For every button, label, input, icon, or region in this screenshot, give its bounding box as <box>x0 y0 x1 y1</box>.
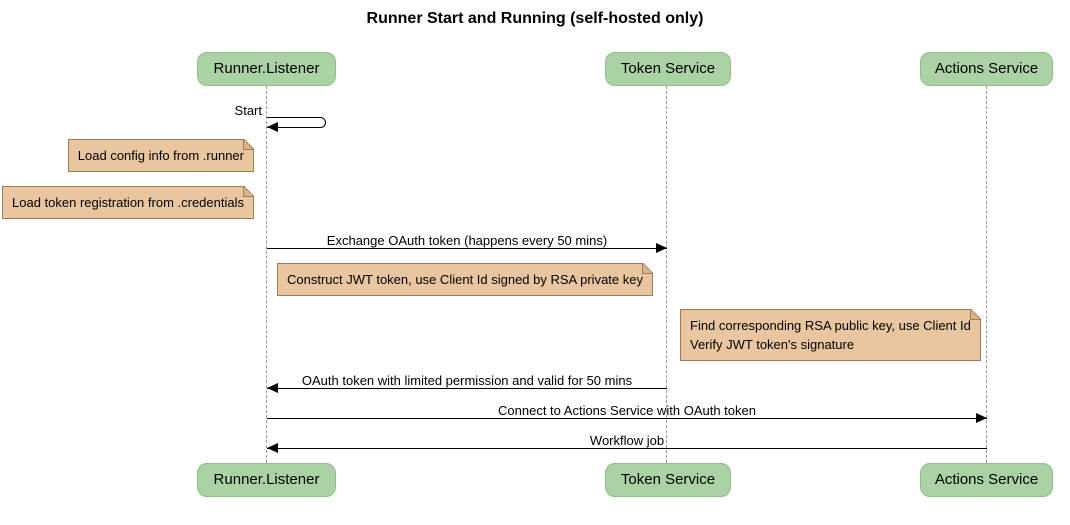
arrowhead-left-icon <box>267 443 278 453</box>
arrowhead-right-icon <box>656 243 667 253</box>
participant-token-service-bottom: Token Service <box>605 463 731 497</box>
lifeline-runner-listener <box>266 86 267 463</box>
participant-actions-service-bottom: Actions Service <box>920 463 1053 497</box>
arrowhead-right-icon <box>976 413 987 423</box>
participant-token-service-top: Token Service <box>605 52 731 86</box>
message-label-workflow-job: Workflow job <box>589 433 665 448</box>
arrowhead-left-icon <box>267 122 278 132</box>
message-line <box>267 388 667 389</box>
note-line: Construct JWT token, use Client Id signe… <box>287 272 643 287</box>
note-line: Verify JWT token's signature <box>690 337 855 352</box>
message-line <box>267 448 987 449</box>
note-line: Load token registration from .credential… <box>12 195 244 210</box>
lifeline-token-service <box>666 86 667 463</box>
note-verify-jwt: Find corresponding RSA public key, use C… <box>680 309 981 361</box>
note-load-config: Load config info from .runner <box>67 139 255 172</box>
note-construct-jwt: Construct JWT token, use Client Id signe… <box>277 263 653 296</box>
message-label-oauth-return: OAuth token with limited permission and … <box>301 373 633 388</box>
diagram-title: Runner Start and Running (self-hosted on… <box>366 10 704 27</box>
note-line: Load config info from .runner <box>77 148 244 163</box>
participant-runner-listener-bottom: Runner.Listener <box>197 463 336 497</box>
message-label-exchange-oauth: Exchange OAuth token (happens every 50 m… <box>326 233 608 248</box>
message-label-connect-actions: Connect to Actions Service with OAuth to… <box>498 403 756 418</box>
message-line <box>267 248 667 249</box>
note-load-token-registration: Load token registration from .credential… <box>2 186 254 219</box>
note-line: Find corresponding RSA public key, use C… <box>690 318 971 333</box>
message-line <box>267 418 987 419</box>
participant-actions-service-top: Actions Service <box>920 52 1053 86</box>
arrowhead-left-icon <box>267 383 278 393</box>
message-label-start: Start <box>234 103 262 118</box>
lifeline-actions-service <box>986 86 987 463</box>
self-message-loop <box>267 117 326 128</box>
participant-runner-listener-top: Runner.Listener <box>197 52 336 86</box>
